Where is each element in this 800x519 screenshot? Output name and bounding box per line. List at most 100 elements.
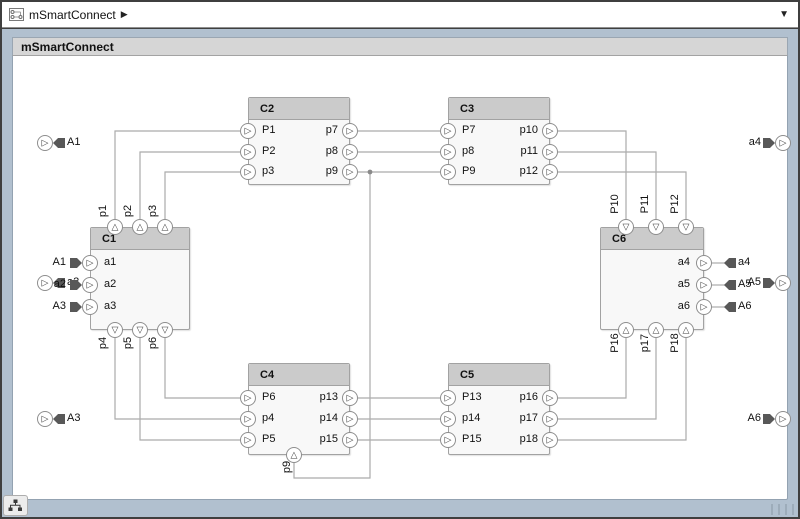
- port-c3-p12[interactable]: ▷: [542, 164, 558, 180]
- port-c3-P7[interactable]: ▷: [440, 123, 456, 139]
- output-port-icon: ▷: [700, 301, 708, 311]
- component-c1[interactable]: C1: [90, 227, 190, 330]
- dropdown-arrow-icon[interactable]: ▼: [779, 9, 789, 20]
- port-c6-P16[interactable]: △: [618, 322, 634, 338]
- port-c1-p5[interactable]: ▽: [132, 322, 148, 338]
- component-c6-name: C6: [612, 232, 627, 245]
- port-label-c5-P13: P13: [462, 391, 482, 403]
- port-label-c2-p7: p7: [325, 124, 338, 136]
- input-port-icon: ▷: [41, 137, 49, 147]
- signal-tag-icon: [53, 278, 65, 288]
- architecture-model-icon: [7, 6, 25, 24]
- port-c5-p16[interactable]: ▷: [542, 390, 558, 406]
- show-hierarchy-button[interactable]: [3, 495, 28, 516]
- port-c6-p17[interactable]: △: [648, 322, 664, 338]
- port-c6-P12[interactable]: ▽: [678, 219, 694, 235]
- port-boundary-A6[interactable]: ▷: [775, 411, 791, 427]
- component-c3[interactable]: C3: [448, 97, 550, 185]
- up-port-icon: △: [111, 221, 119, 231]
- port-label-c3-p8: p8: [462, 145, 475, 157]
- port-c6-P10[interactable]: ▽: [618, 219, 634, 235]
- port-c1-p6[interactable]: ▽: [157, 322, 173, 338]
- port-c2-P1[interactable]: ▷: [240, 123, 256, 139]
- port-label-c2-p8: p8: [325, 145, 338, 157]
- breadcrumb-expand-icon[interactable]: ▶: [120, 9, 128, 19]
- port-c5-p14[interactable]: ▷: [440, 411, 456, 427]
- port-c5-p17[interactable]: ▷: [542, 411, 558, 427]
- component-c2[interactable]: C2: [248, 97, 350, 185]
- port-c2-P2[interactable]: ▷: [240, 144, 256, 160]
- port-c4-P5[interactable]: ▷: [240, 432, 256, 448]
- input-port-icon: ▷: [444, 146, 452, 156]
- component-c2-header: C2: [249, 98, 349, 120]
- port-label-c5-p16: p16: [519, 391, 538, 403]
- port-boundary-a4[interactable]: ▷: [775, 135, 791, 151]
- port-label-c5-p14: p14: [462, 412, 481, 424]
- port-c1-a1[interactable]: ▷: [82, 255, 98, 271]
- port-c6-P18[interactable]: △: [678, 322, 694, 338]
- component-c3-name: C3: [460, 102, 475, 115]
- port-label-c4-p13: p13: [319, 391, 338, 403]
- output-port-icon: ▷: [546, 166, 554, 176]
- port-label-c6-P12: P12: [669, 194, 681, 214]
- port-c3-P9[interactable]: ▷: [440, 164, 456, 180]
- input-port-icon: ▷: [41, 413, 49, 423]
- up-port-icon: △: [622, 324, 630, 334]
- port-c5-P13[interactable]: ▷: [440, 390, 456, 406]
- port-c4-p13[interactable]: ▷: [342, 390, 358, 406]
- port-c1-a3[interactable]: ▷: [82, 299, 98, 315]
- port-c1-a2[interactable]: ▷: [82, 277, 98, 293]
- port-c5-p18[interactable]: ▷: [542, 432, 558, 448]
- port-c4-p14[interactable]: ▷: [342, 411, 358, 427]
- signal-label-c6-A6: A6: [738, 300, 752, 312]
- component-c5[interactable]: C5: [448, 363, 550, 455]
- port-boundary-A5[interactable]: ▷: [775, 275, 791, 291]
- component-c4-name: C4: [260, 368, 275, 381]
- port-label-c3-p10: p10: [519, 124, 538, 136]
- component-c5-name: C5: [460, 368, 475, 381]
- output-port-icon: ▷: [546, 125, 554, 135]
- port-c6-a5[interactable]: ▷: [696, 277, 712, 293]
- output-port-icon: ▷: [546, 392, 554, 402]
- port-c2-p8[interactable]: ▷: [342, 144, 358, 160]
- input-port-icon: ▷: [86, 279, 94, 289]
- input-port-icon: ▷: [444, 434, 452, 444]
- port-c4-p15[interactable]: ▷: [342, 432, 358, 448]
- port-c5-P15[interactable]: ▷: [440, 432, 456, 448]
- up-port-icon: △: [682, 324, 690, 334]
- port-c6-a4[interactable]: ▷: [696, 255, 712, 271]
- port-c2-p9[interactable]: ▷: [342, 164, 358, 180]
- port-label-c5-p18: p18: [519, 433, 538, 445]
- output-port-icon: ▷: [700, 257, 708, 267]
- port-boundary-A3[interactable]: ▷: [37, 411, 53, 427]
- port-boundary-a2[interactable]: ▷: [37, 275, 53, 291]
- port-c3-p10[interactable]: ▷: [542, 123, 558, 139]
- port-label-c1-a1: a1: [104, 256, 117, 268]
- breadcrumb-model-name[interactable]: mSmartConnect: [29, 7, 116, 22]
- port-c4-p9[interactable]: △: [286, 447, 302, 463]
- signal-tag-icon: [724, 258, 736, 268]
- port-label-c1-p2: p2: [122, 204, 134, 218]
- input-port-icon: ▷: [444, 125, 452, 135]
- port-c1-p4[interactable]: ▽: [107, 322, 123, 338]
- hierarchy-icon: [8, 499, 22, 511]
- port-label-c4-P5: P5: [262, 433, 276, 445]
- port-c1-p1[interactable]: △: [107, 219, 123, 235]
- port-c6-P11[interactable]: ▽: [648, 219, 664, 235]
- signal-label-c6-a4: a4: [738, 256, 751, 268]
- port-c2-p7[interactable]: ▷: [342, 123, 358, 139]
- port-c4-p4[interactable]: ▷: [240, 411, 256, 427]
- port-c6-a6[interactable]: ▷: [696, 299, 712, 315]
- port-c3-p11[interactable]: ▷: [542, 144, 558, 160]
- port-c1-p3[interactable]: △: [157, 219, 173, 235]
- port-boundary-A1[interactable]: ▷: [37, 135, 53, 151]
- component-c4[interactable]: C4: [248, 363, 350, 455]
- port-c3-p8[interactable]: ▷: [440, 144, 456, 160]
- port-c2-p3[interactable]: ▷: [240, 164, 256, 180]
- port-c4-P6[interactable]: ▷: [240, 390, 256, 406]
- port-c1-p2[interactable]: △: [132, 219, 148, 235]
- port-label-c6-a5: a5: [677, 278, 690, 290]
- resize-grip[interactable]: [771, 504, 795, 515]
- signal-label-c1-A1: A1: [52, 256, 66, 268]
